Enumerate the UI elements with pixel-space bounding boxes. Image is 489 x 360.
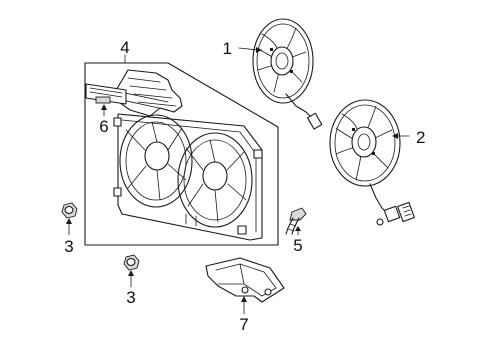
shroud-top-frame <box>111 69 183 117</box>
callout-5: 5 <box>293 236 302 255</box>
nut-left <box>61 202 78 219</box>
left-fan-opening <box>119 114 193 208</box>
fan-motor-upper-connector <box>306 112 323 130</box>
callout-2: 2 <box>416 128 425 147</box>
fan-motor-lower-connector <box>383 205 401 223</box>
callout-4: 4 <box>120 38 129 57</box>
shroud-panel <box>117 113 263 241</box>
bracket <box>205 257 285 303</box>
shroud-tab <box>113 117 122 127</box>
shroud-outline-box <box>84 62 279 246</box>
callout-3-bottom: 3 <box>126 288 135 307</box>
shroud-tab <box>253 149 263 159</box>
fan-motor-upper <box>252 18 323 130</box>
callout-6: 6 <box>99 117 108 136</box>
fan-shroud-assembly <box>84 62 279 246</box>
right-fan-opening <box>177 132 253 228</box>
leader-lines <box>66 47 410 315</box>
bolt <box>285 207 307 235</box>
nut-bottom <box>123 254 140 271</box>
callout-7: 7 <box>239 315 248 334</box>
callout-1: 1 <box>223 39 232 58</box>
shroud-tab <box>237 225 247 235</box>
fan-motor-lower <box>329 99 415 226</box>
callout-3-left: 3 <box>64 237 73 256</box>
fan-motor-upper-wire <box>285 93 313 119</box>
shroud-tab <box>113 187 122 197</box>
label-plate <box>85 83 127 105</box>
